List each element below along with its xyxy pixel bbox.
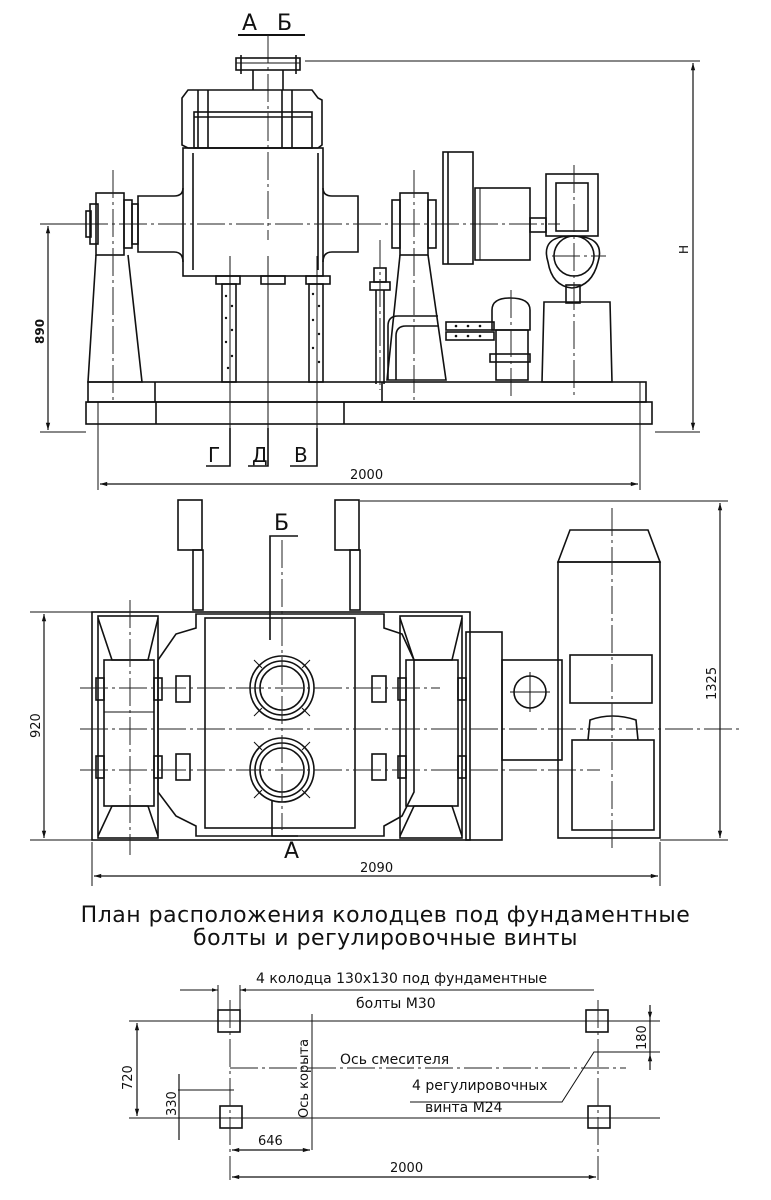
dim-2090-label: 2090: [360, 861, 393, 876]
dim-646-label: 646: [258, 1134, 283, 1149]
side-view: [40, 34, 700, 490]
section-label-b-plan: Б: [274, 511, 289, 536]
wells-plan-title-line2: болты и регулировочные винты: [193, 926, 578, 951]
right-pedestal-plan: [397, 615, 467, 839]
dim-330-label: 330: [165, 1091, 180, 1116]
dim-2000-label: 2000: [350, 468, 383, 483]
wells-plan-title-line1: План расположения колодцев под фундамент…: [80, 903, 691, 928]
left-bearing: [85, 170, 143, 400]
section-label-a-top: А: [242, 11, 257, 36]
trough-axis-label: Ось корыта: [297, 1039, 312, 1118]
pump: [489, 290, 531, 398]
left-pedestal-plan: [95, 600, 163, 855]
dim-h-label: Н: [677, 245, 691, 254]
pulley: [442, 151, 531, 265]
plan-view: [30, 499, 740, 886]
trough-envelope: [157, 613, 415, 837]
dim-890-label: 890: [33, 319, 47, 344]
dim-2000b-label: 2000: [390, 1161, 423, 1176]
section-label-b-top: Б: [277, 11, 292, 36]
mixer-axis-label: Ось смесителя: [340, 1052, 449, 1068]
well-bottom-right: [587, 1105, 611, 1129]
well-bottom-left: [219, 1105, 243, 1129]
trough-top: [204, 617, 356, 829]
section-label-a-plan: А: [284, 839, 299, 864]
screws-note-line1: 4 регулировочных: [412, 1078, 548, 1094]
dim-180-label: 180: [635, 1025, 650, 1050]
dim-720-label: 720: [121, 1065, 136, 1090]
dim-920-label: 920: [29, 713, 44, 738]
gearbox: [529, 165, 613, 396]
probe: [369, 240, 391, 390]
dim-1325-label: 1325: [705, 667, 720, 700]
frame-outline: [91, 611, 471, 841]
base-frame: [85, 381, 653, 490]
section-label-g: Г: [208, 443, 220, 467]
lever-weight-left: [177, 499, 203, 551]
section-label-d: Д: [252, 443, 268, 467]
pulley-plan: [465, 631, 503, 841]
top-nozzle: [235, 55, 301, 90]
screws-note-line2: винта М24: [425, 1100, 503, 1116]
wells-note-line2: болты М30: [356, 996, 436, 1012]
wells-note-line1: 4 колодца 130x130 под фундаментные: [256, 971, 547, 987]
mixer-cover: [181, 89, 323, 149]
wells-plan: [129, 985, 660, 1180]
motor-plan: [556, 508, 662, 850]
heating-tubes: [387, 315, 495, 380]
lever-weight-right: [334, 499, 360, 551]
support-legs: [215, 256, 331, 466]
section-label-v: В: [294, 443, 308, 467]
mixer-trough: [137, 147, 359, 277]
